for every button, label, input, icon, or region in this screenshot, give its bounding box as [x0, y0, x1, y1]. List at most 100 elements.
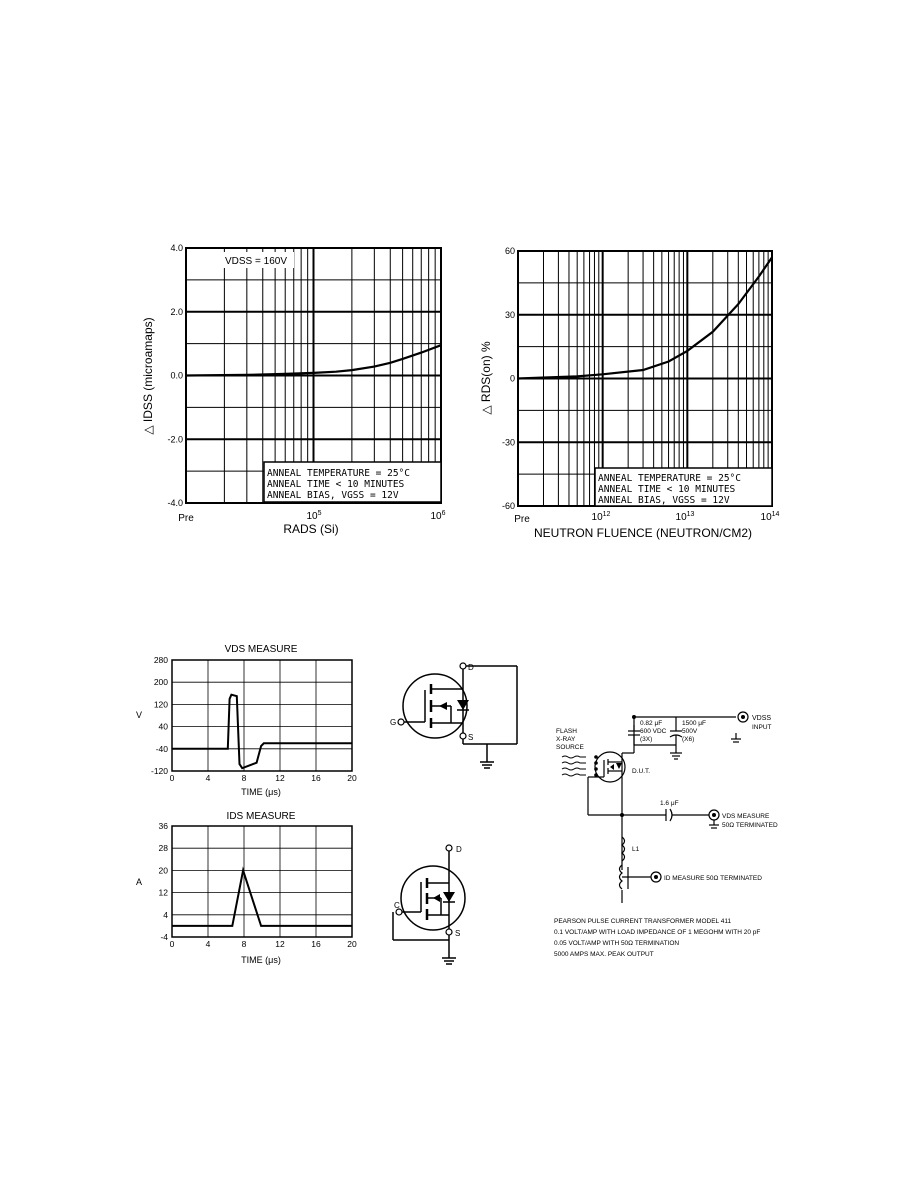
source-terminal-icon: [459, 732, 467, 740]
input-label: INPUT: [752, 724, 772, 731]
y-tick-label: 0.0: [170, 371, 183, 381]
cap1-voltage: 600 VDC: [640, 728, 667, 735]
gate-terminal-icon: [395, 908, 403, 916]
xray-arrows-icon: [561, 755, 586, 777]
idss-series-line: [185, 344, 442, 377]
y-tick-label: 4: [163, 910, 168, 920]
l1-label: L1: [632, 846, 640, 853]
gate-label: G: [390, 718, 396, 727]
ids-series-line: [172, 866, 352, 927]
body-diode-icon: [443, 892, 455, 902]
drain-terminal-icon: [459, 662, 467, 670]
y-tick-label: -120: [151, 766, 168, 776]
y-tick-label: 30: [505, 310, 515, 320]
drain-label: D: [456, 845, 462, 854]
cap3-value: 1.6 μF: [660, 800, 679, 807]
x-tick-label: 4: [206, 773, 211, 783]
y-tick-label: -40: [156, 744, 169, 754]
y-tick-label: 36: [159, 821, 169, 831]
rdson-y-label: △ RDS(on) %: [479, 341, 493, 415]
x-tick-label: 12: [275, 939, 285, 949]
ids-x-label: TIME (μs): [241, 955, 281, 965]
dut-circle: [594, 751, 626, 783]
drain-label: D: [468, 663, 474, 672]
x-tick-1e6: 106: [430, 510, 445, 522]
rdson-x-label: NEUTRON FLUENCE (NEUTRON/CM2): [534, 526, 752, 540]
idss-radiation-chart: 4.02.00.0-2.0-4.0 Pre 105 106 RADS (Si) …: [141, 243, 446, 536]
vdss-annotation: VDSS = 160V: [222, 252, 294, 268]
y-tick-label: 0: [510, 374, 515, 384]
x-tick-1e12: 1012: [592, 511, 611, 523]
source-label: S: [455, 929, 460, 938]
y-tick-label: 4.0: [170, 243, 183, 253]
y-tick-label: 28: [159, 843, 169, 853]
dut-label: D.U.T.: [632, 768, 650, 775]
anneal-temp: ANNEAL TEMPERATURE = 25°C: [267, 468, 410, 479]
vdss-label: VDSS: [752, 715, 771, 722]
ids-plot-frame: [171, 825, 353, 938]
y-tick-label: 280: [154, 655, 168, 665]
y-tick-label: 120: [154, 699, 168, 709]
vds-term-label: 50Ω TERMINATED: [722, 822, 778, 829]
xray-test-circuit: FLASH X-RAY SOURCE D.U.T. 0.82 μF 600 VD…: [554, 711, 778, 958]
x-tick-1e13: 1013: [676, 511, 695, 523]
x-tick-label: 0: [170, 939, 175, 949]
cap1-value: 0.82 μF: [640, 720, 662, 727]
ids-y-label: A: [136, 877, 142, 887]
x-tick-pre: Pre: [514, 514, 530, 525]
mosfet-schematic-bottom: D S C: [392, 844, 466, 965]
y-tick-label: -30: [502, 437, 515, 447]
ids-title: IDS MEASURE: [227, 811, 296, 822]
mosfet-body-circle: [400, 865, 466, 931]
vds-x-label: TIME (μs): [241, 787, 281, 797]
note-2: 0.1 VOLT/AMP WITH LOAD IMPEDANCE OF 1 ME…: [554, 929, 760, 936]
cap2-count: (X6): [682, 736, 694, 743]
anneal-bias: ANNEAL BIAS, VGSS = 12V: [267, 490, 399, 501]
flash-label: FLASH: [556, 728, 577, 735]
y-tick-label: 40: [159, 722, 169, 732]
x-tick-label: 12: [275, 773, 285, 783]
x-tick-label: 20: [347, 939, 357, 949]
y-tick-label: 12: [159, 888, 169, 898]
cap2-voltage: 500V: [682, 728, 698, 735]
rdson-series-line: [517, 256, 773, 380]
anneal-temp: ANNEAL TEMPERATURE = 25°C: [598, 473, 741, 484]
x-tick-1e14: 1014: [761, 511, 780, 523]
vds-measure-label: VDS MEASURE: [722, 813, 770, 820]
x-tick-pre: Pre: [178, 513, 194, 524]
note-3: 0.05 VOLT/AMP WITH 50Ω TERMINATION: [554, 940, 679, 947]
drain-terminal-icon: [445, 844, 453, 852]
idss-anneal-box: ANNEAL TEMPERATURE = 25°C ANNEAL TIME < …: [263, 461, 442, 503]
source-terminal-icon: [445, 928, 453, 936]
y-tick-label: 2.0: [170, 307, 183, 317]
y-tick-label: -4.0: [167, 498, 183, 508]
x-tick-label: 8: [242, 773, 247, 783]
source-label: SOURCE: [556, 744, 584, 751]
rdson-grid: [517, 250, 772, 507]
x-tick-label: 16: [311, 773, 321, 783]
body-diode-icon: [457, 700, 469, 710]
vds-title: VDS MEASURE: [225, 644, 298, 655]
vds-y-label: V: [136, 710, 142, 720]
anneal-time: ANNEAL TIME < 10 MINUTES: [598, 484, 736, 495]
svg-text:VDSS = 160V: VDSS = 160V: [225, 256, 287, 267]
x-tick-1e5: 105: [306, 510, 321, 522]
y-tick-label: -60: [502, 501, 515, 511]
x-tick-label: 0: [170, 773, 175, 783]
note-1: PEARSON PULSE CURRENT TRANSFORMER MODEL …: [554, 918, 731, 925]
rdson-anneal-box: ANNEAL TEMPERATURE = 25°C ANNEAL TIME < …: [594, 467, 773, 507]
vds-series-line: [172, 693, 352, 770]
gate-terminal-icon: [397, 718, 405, 726]
gate-label: C: [394, 901, 400, 910]
x-tick-label: 16: [311, 939, 321, 949]
mosfet-schematic-top: D S G: [390, 662, 518, 769]
id-measure-label: ID MEASURE 50Ω TERMINATED: [664, 875, 762, 882]
source-label: S: [468, 733, 473, 742]
